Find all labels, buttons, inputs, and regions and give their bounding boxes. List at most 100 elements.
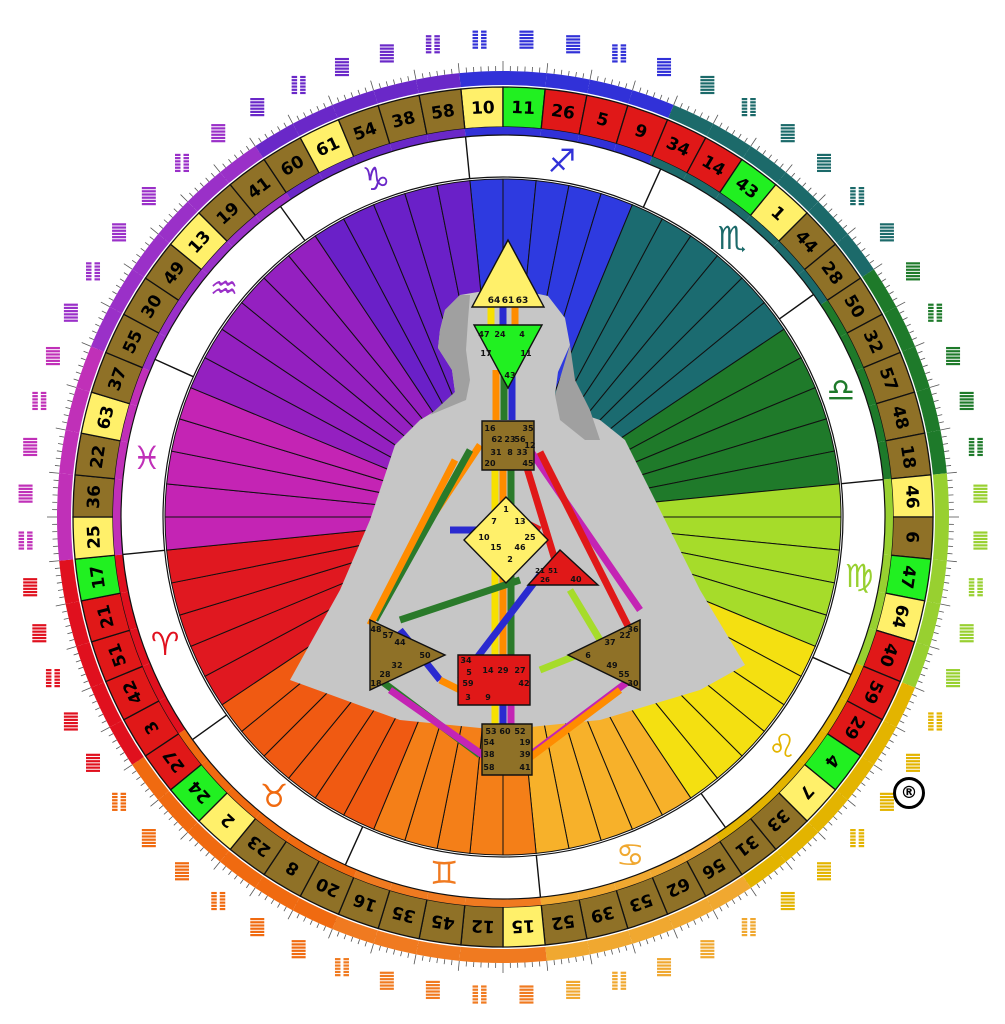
tick-mark bbox=[774, 158, 778, 164]
center-gate-number: 58 bbox=[483, 763, 495, 772]
tick-mark bbox=[762, 150, 767, 155]
inner-band-segment bbox=[503, 127, 542, 137]
center-gate-number: 11 bbox=[520, 349, 532, 358]
tick-mark bbox=[56, 582, 62, 584]
outer-ring-segment bbox=[65, 601, 90, 647]
tick-mark bbox=[818, 832, 826, 840]
tick-mark bbox=[429, 71, 431, 78]
inner-band-segment bbox=[503, 897, 542, 907]
outer-ring-segment bbox=[503, 71, 547, 88]
tick-mark bbox=[796, 852, 801, 857]
tick-mark bbox=[791, 172, 796, 178]
g-center bbox=[463, 495, 549, 585]
tick-mark bbox=[234, 874, 238, 880]
center-gate-number: 39 bbox=[519, 750, 531, 759]
tick-mark bbox=[81, 342, 92, 347]
tick-mark bbox=[738, 133, 742, 139]
tick-mark bbox=[336, 97, 340, 103]
tick-mark bbox=[929, 384, 940, 388]
tick-mark bbox=[731, 129, 736, 135]
tick-mark bbox=[785, 861, 793, 870]
center-gate-number: 37 bbox=[604, 638, 615, 647]
gate-number: 36 bbox=[84, 485, 105, 510]
inner-band-segment bbox=[464, 897, 503, 908]
tick-mark bbox=[823, 826, 828, 831]
outer-ring-segment bbox=[628, 90, 674, 118]
hexagram-icon bbox=[141, 829, 156, 848]
zodiac-sign-icon: ♓ bbox=[132, 439, 161, 477]
hexagram-icon bbox=[291, 940, 306, 959]
tick-mark bbox=[199, 847, 204, 852]
tick-mark bbox=[889, 739, 894, 743]
inner-band-segment bbox=[683, 173, 720, 200]
tick-mark bbox=[239, 150, 244, 155]
tick-mark bbox=[881, 752, 887, 756]
inner-band-segment bbox=[159, 300, 186, 337]
tick-mark bbox=[83, 680, 89, 684]
center-gate-number: 21 bbox=[535, 567, 545, 575]
tick-mark bbox=[856, 788, 862, 792]
center-gate-number: 31 bbox=[490, 448, 502, 457]
tick-mark bbox=[443, 959, 446, 965]
tick-mark bbox=[277, 903, 281, 908]
tick-mark bbox=[941, 435, 947, 438]
tick-mark bbox=[194, 187, 199, 192]
outer-ring-segment bbox=[862, 269, 897, 314]
outer-ring-segment bbox=[76, 346, 104, 392]
tick-mark bbox=[744, 891, 748, 897]
center-gate-number: 15 bbox=[490, 543, 502, 552]
hexagram-icon bbox=[211, 891, 226, 911]
tick-mark bbox=[568, 958, 570, 964]
gate-number: 15 bbox=[511, 915, 536, 936]
inner-band-segment bbox=[877, 440, 892, 480]
tick-mark bbox=[173, 821, 178, 826]
center-gate-number: 28 bbox=[379, 670, 391, 679]
hexagram-icon bbox=[519, 30, 534, 49]
tick-mark bbox=[140, 782, 146, 786]
sacral-center bbox=[457, 654, 531, 706]
tick-mark bbox=[75, 371, 81, 375]
tick-mark bbox=[258, 891, 262, 897]
center-gate-number: 35 bbox=[522, 424, 534, 433]
hexagram-icon bbox=[23, 437, 38, 457]
outer-ring-segment bbox=[292, 897, 338, 930]
hexagram-icon bbox=[174, 153, 189, 173]
tick-mark bbox=[938, 610, 944, 613]
tick-mark bbox=[158, 224, 164, 229]
hexagram-icon bbox=[18, 531, 33, 550]
inner-band-segment bbox=[649, 853, 687, 878]
zodiac-sign-icon: ♑ bbox=[361, 160, 390, 198]
hexagram-icon bbox=[174, 862, 189, 881]
hexagram-icon bbox=[657, 57, 672, 77]
tick-mark bbox=[246, 883, 250, 889]
tick-mark bbox=[902, 317, 908, 321]
tick-mark bbox=[296, 913, 300, 919]
outer-ring-segment bbox=[332, 916, 378, 944]
hexagram-icon bbox=[86, 753, 101, 772]
tick-mark bbox=[945, 574, 951, 577]
center-gate-number: 5 bbox=[466, 668, 472, 677]
tick-mark bbox=[180, 194, 188, 202]
tick-mark bbox=[246, 145, 250, 151]
hexagram-icon bbox=[291, 75, 306, 95]
outer-ring-segment bbox=[57, 473, 74, 517]
inner-band-segment bbox=[255, 812, 291, 842]
hexagram-icon bbox=[425, 35, 440, 54]
tick-mark bbox=[66, 384, 77, 388]
tick-mark bbox=[357, 939, 361, 945]
center-gate-number: 18 bbox=[370, 679, 382, 688]
tick-mark bbox=[925, 659, 931, 663]
tick-mark bbox=[136, 776, 141, 781]
tick-mark bbox=[123, 764, 133, 771]
center-gate-number: 27 bbox=[514, 666, 525, 675]
center-gate-number: 14 bbox=[482, 666, 494, 675]
tick-mark bbox=[385, 947, 388, 953]
tick-mark bbox=[725, 126, 729, 131]
tick-mark bbox=[812, 192, 817, 197]
tick-mark bbox=[222, 163, 227, 168]
center-gate-number: 44 bbox=[394, 638, 406, 647]
tick-mark bbox=[892, 733, 898, 737]
tick-mark bbox=[258, 137, 262, 143]
center-gate-number: 34 bbox=[460, 656, 472, 665]
tick-mark bbox=[303, 112, 307, 118]
